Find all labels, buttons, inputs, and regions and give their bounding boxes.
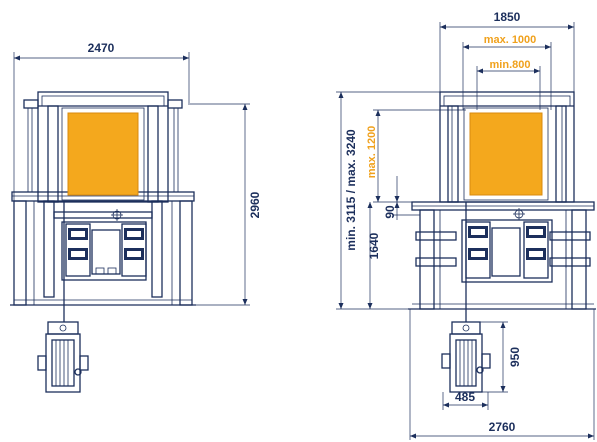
right-min-width-dimension: min.800 [476,59,541,110]
right-lower-frame [408,201,596,310]
right-hoist-height-label: 950 [508,347,522,367]
right-min-width-label: min.800 [490,59,531,71]
left-height-label: 2960 [248,191,262,218]
left-carriage [61,209,147,281]
right-hoist-height-dimension: 950 [480,321,522,393]
right-width-label: 1850 [494,10,521,24]
right-gap-dimension: 90 [383,176,420,220]
right-max-height-label: max. 1200 [366,126,378,179]
right-hoist-width-dimension: 485 [442,390,489,410]
right-total-width-label: 2760 [489,420,516,434]
right-height-range-dimension: min. 3115 / max. 3240 [336,91,440,310]
right-orange-panel [463,107,549,201]
left-view: 2470 2960 [10,41,262,393]
right-view: 1850 max. 1000 min.800 min. 3 [336,10,596,440]
right-hoist [441,202,491,393]
right-base-height-dimension: 1640 [367,202,381,309]
right-total-width-dimension: 2760 [409,309,595,440]
left-height-dimension: 2960 [190,103,262,306]
right-base-height-label: 1640 [367,232,381,259]
right-width-dimension: 1850 [439,10,575,92]
left-orange-panel [61,107,145,201]
right-gap-label: 90 [383,205,397,219]
right-max-width-dimension: max. 1000 [462,34,552,110]
left-lower-frame [10,200,196,306]
left-hoist [37,201,89,393]
right-height-range-label: min. 3115 / max. 3240 [344,129,358,251]
right-max-height-dimension: max. 1200 [366,109,466,203]
right-max-width-label: max. 1000 [484,34,537,46]
right-hoist-width-label: 485 [455,390,475,404]
right-carriage [461,208,553,283]
left-upper-frame [11,91,195,203]
left-width-label: 2470 [88,41,115,55]
